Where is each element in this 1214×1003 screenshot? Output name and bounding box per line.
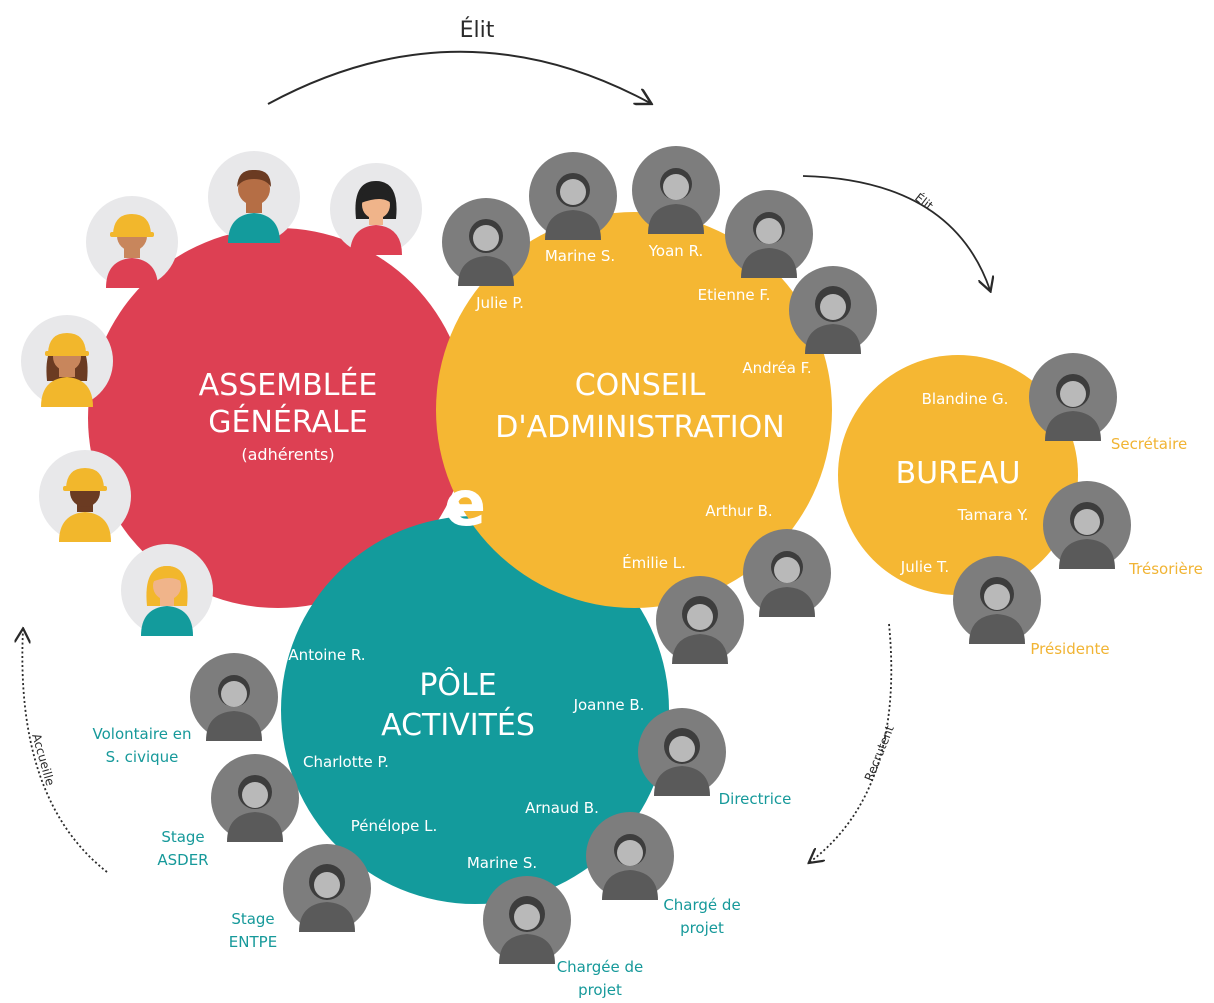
- bureau-title: BUREAU: [896, 456, 1021, 491]
- council-title-2: D'ADMINISTRATION: [495, 410, 784, 445]
- adherent-avatar-4: [21, 315, 113, 407]
- role-joanne: Directrice: [719, 790, 792, 808]
- bureau-circle: [838, 355, 1078, 595]
- photo-marine-s-pole: [483, 876, 571, 964]
- adherent-avatar-2: [208, 151, 300, 243]
- right-elects-arrow: [802, 175, 990, 290]
- right-arrow-label: Élit: [912, 190, 936, 214]
- name-joanne-b: Joanne B.: [573, 696, 645, 714]
- top-elects-arrow: [267, 50, 650, 104]
- name-andrea-f: Andréa F.: [742, 359, 811, 377]
- role-antoine-l1: Volontaire en: [93, 725, 192, 743]
- role-tresoriere: Trésorière: [1128, 560, 1203, 578]
- name-arthur-b: Arthur B.: [705, 502, 772, 520]
- name-julie-t: Julie T.: [900, 558, 949, 576]
- role-arnaud-l2: projet: [680, 919, 724, 937]
- name-emilie-l: Émilie L.: [622, 553, 686, 572]
- photo-penelope-l: [283, 844, 371, 932]
- pole-title-1: PÔLE: [419, 666, 496, 703]
- name-marine-s-council: Marine S.: [545, 247, 615, 265]
- name-tamara-y: Tamara Y.: [957, 506, 1029, 524]
- role-penelope-l1: Stage: [231, 910, 274, 928]
- adherent-avatar-1: [86, 196, 178, 288]
- photo-blandine-g: [1029, 353, 1117, 441]
- role-marine-l1: Chargée de: [557, 958, 644, 976]
- photo-emilie-l: [656, 576, 744, 664]
- pole-title-2: ACTIVITÉS: [381, 707, 535, 743]
- photo-andrea-f: [789, 266, 877, 354]
- photo-charlotte-p: [211, 754, 299, 842]
- photo-julie-p: [442, 198, 530, 286]
- role-penelope-l2: ENTPE: [229, 933, 277, 951]
- recruit-arrow: [810, 623, 893, 862]
- photo-arnaud-b: [586, 812, 674, 900]
- name-julie-p: Julie P.: [475, 294, 524, 312]
- photo-antoine-r: [190, 653, 278, 741]
- name-blandine-g: Blandine G.: [922, 390, 1009, 408]
- name-etienne-f: Etienne F.: [698, 286, 771, 304]
- role-secretaire: Secrétaire: [1111, 435, 1187, 453]
- assembly-title-1: ASSEMBLÉE: [199, 367, 378, 403]
- role-charlotte-l1: Stage: [161, 828, 204, 846]
- council-title-1: CONSEIL: [575, 368, 706, 403]
- logo-e-icon: e: [444, 467, 486, 540]
- pole-circle: [281, 516, 669, 904]
- photo-etienne-f: [725, 190, 813, 278]
- role-arnaud-l1: Chargé de: [663, 896, 740, 914]
- photo-tamara-y: [1043, 481, 1131, 569]
- photo-joanne-b: [638, 708, 726, 796]
- top-arrow-label: Élit: [460, 17, 495, 43]
- council-circle: [436, 212, 832, 608]
- name-antoine-r: Antoine R.: [288, 646, 365, 664]
- name-marine-s-pole: Marine S.: [467, 854, 537, 872]
- name-yoan-r: Yoan R.: [648, 242, 703, 260]
- adherent-avatar-5: [39, 450, 131, 542]
- adherent-avatar-6: [121, 544, 213, 636]
- photo-arthur-b: [743, 529, 831, 617]
- photo-yoan-r: [632, 146, 720, 234]
- photo-julie-t: [953, 556, 1041, 644]
- assembly-circle: [88, 228, 468, 608]
- photo-marine-s-council: [529, 152, 617, 240]
- role-presidente: Présidente: [1030, 640, 1109, 658]
- name-arnaud-b: Arnaud B.: [525, 799, 599, 817]
- welcome-arrow-label: Accueille: [29, 732, 57, 787]
- assembly-title-2: GÉNÉRALE: [208, 404, 367, 440]
- svg-text:e: e: [444, 467, 486, 540]
- name-charlotte-p: Charlotte P.: [303, 753, 389, 771]
- role-charlotte-l2: ASDER: [157, 851, 208, 869]
- role-marine-l2: projet: [578, 981, 622, 999]
- recruit-arrow-label: Recrutent: [862, 723, 897, 783]
- role-antoine-l2: S. civique: [106, 748, 179, 766]
- name-penelope-l: Pénélope L.: [351, 817, 437, 835]
- adherent-avatar-3: [330, 163, 422, 255]
- assembly-subtitle: (adhérents): [241, 445, 334, 464]
